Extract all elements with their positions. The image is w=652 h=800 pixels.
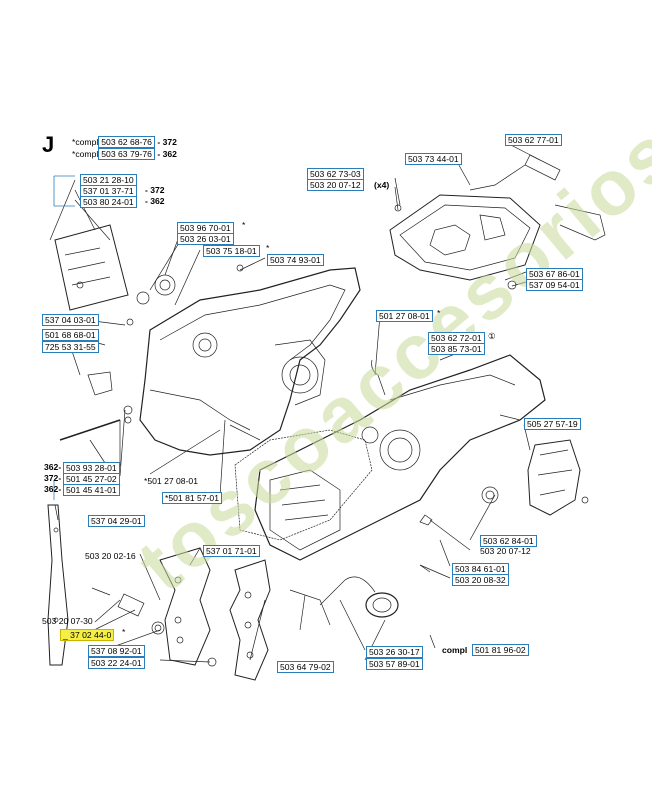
part-label[interactable]: 725 53 31-55 bbox=[42, 341, 99, 353]
section-letter: J bbox=[42, 132, 55, 157]
part-label[interactable]: 537 01 71-01 bbox=[203, 545, 260, 557]
part-label[interactable]: 503 57 89-01 bbox=[366, 658, 423, 670]
quantity-note: (x4) bbox=[374, 180, 390, 190]
highlighted-part-label[interactable]: _ 37 02 44-0 bbox=[60, 629, 115, 641]
part-label[interactable]: 503 84 61-01 bbox=[452, 563, 509, 575]
part-label[interactable]: 503 26 30-17 bbox=[366, 646, 423, 658]
part-number[interactable]: 503 63 79-76 bbox=[98, 148, 155, 160]
part-label[interactable]: 503 62 77-01 bbox=[505, 134, 562, 146]
part-label[interactable]: 537 04 03-01 bbox=[42, 314, 99, 326]
note-mark: * bbox=[437, 308, 441, 318]
circle-note: ① bbox=[488, 331, 496, 341]
part-label[interactable]: 503 80 24-01 bbox=[80, 196, 137, 208]
part-label[interactable]: 503 20 02-16 bbox=[85, 551, 136, 561]
part-label[interactable]: 503 62 84-01 bbox=[480, 535, 537, 547]
part-label[interactable]: 503 74 93-01 bbox=[267, 254, 324, 266]
model-prefix: 372- bbox=[44, 473, 62, 483]
part-label[interactable]: 537 09 54-01 bbox=[526, 279, 583, 291]
compl-prefix: compl bbox=[442, 645, 468, 655]
model-suffix: - 362 bbox=[157, 149, 177, 159]
compl-prefix: *compl bbox=[72, 137, 99, 147]
compl-prefix: *compl bbox=[72, 149, 99, 159]
part-label[interactable]: 503 26 03-01 bbox=[177, 233, 234, 245]
part-number[interactable]: 503 62 68-76 bbox=[98, 136, 155, 148]
part-label[interactable]: *501 81 57-01 bbox=[162, 492, 222, 504]
part-label[interactable]: 503 20 07-30 bbox=[42, 616, 93, 626]
part-label[interactable]: *501 27 08-01 bbox=[144, 476, 198, 486]
part-label[interactable]: 501 68 68-01 bbox=[42, 329, 99, 341]
part-label[interactable]: 505 27 57-19 bbox=[524, 418, 581, 430]
model-prefix: 362- bbox=[44, 484, 62, 494]
model-suffix: - 372 bbox=[145, 185, 165, 195]
model-suffix: - 372 bbox=[157, 137, 177, 147]
model-suffix: - 362 bbox=[145, 196, 165, 206]
part-label[interactable]: 503 22 24-01 bbox=[88, 657, 145, 669]
part-label[interactable]: 501 45 41-01 bbox=[63, 484, 120, 496]
part-label[interactable]: 503 73 44-01 bbox=[405, 153, 462, 165]
part-label[interactable]: 537 04 29-01 bbox=[88, 515, 145, 527]
part-label[interactable]: 537 08 92-01 bbox=[88, 645, 145, 657]
part-label[interactable]: 503 20 07-12 bbox=[307, 179, 364, 191]
part-label[interactable]: 501 27 08-01 bbox=[376, 310, 433, 322]
part-label[interactable]: 503 20 07-12 bbox=[480, 546, 531, 556]
note-mark: * bbox=[122, 627, 126, 637]
part-label[interactable]: 503 75 18-01 bbox=[203, 245, 260, 257]
model-prefix: 362- bbox=[44, 462, 62, 472]
note-mark: * bbox=[242, 220, 246, 230]
part-label[interactable]: 501 81 96-02 bbox=[472, 644, 529, 656]
part-label[interactable]: 503 85 73-01 bbox=[428, 343, 485, 355]
part-label[interactable]: 537 01 37-71 bbox=[80, 185, 137, 197]
part-label[interactable]: 503 20 08-32 bbox=[452, 574, 509, 586]
note-mark: * bbox=[266, 243, 270, 253]
part-label[interactable]: 503 64 79-02 bbox=[277, 661, 334, 673]
